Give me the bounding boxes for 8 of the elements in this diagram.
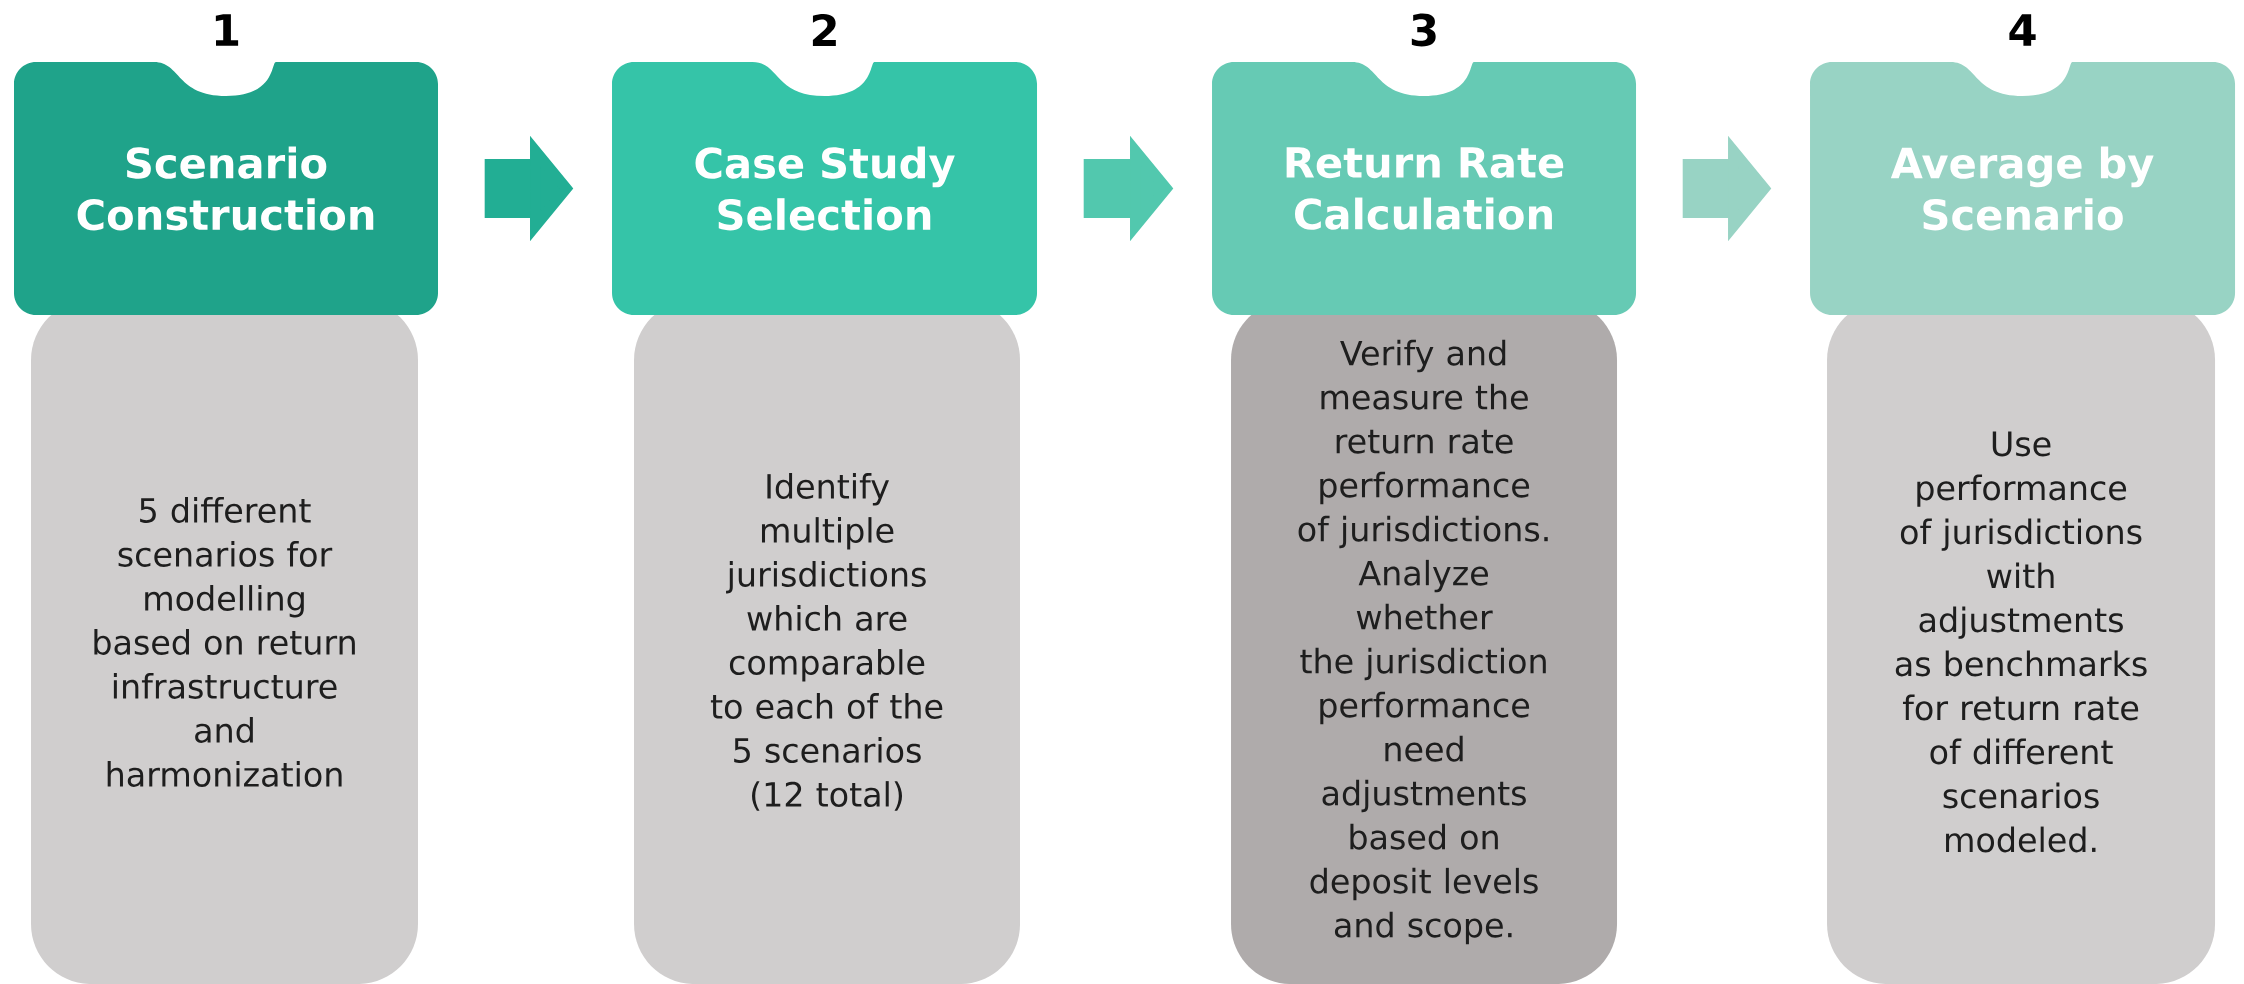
node-label: 4 bbox=[2009, 14, 2036, 46]
description-box: 5 different scenarios for modelling based on return infrastructure and harmonization bbox=[31, 300, 418, 984]
node-label: 3 bbox=[1411, 13, 1436, 47]
description-box: Verify and measure the return rate performance of jurisdictions. Analyze whether the jurisdiction performance need adjustments based on deposit levels and scope. bbox=[1231, 300, 1618, 984]
node-label: 1 bbox=[215, 14, 239, 46]
description-box: Identify multiple jurisdictions which are comparable to each of the 5 scenarios (12 total) bbox=[634, 300, 1020, 984]
description-box: Use performance of jurisdictions with adjustments as benchmarks for return rate of different scenarios modeled. bbox=[1827, 300, 2216, 984]
node-label: 2 bbox=[812, 13, 836, 47]
